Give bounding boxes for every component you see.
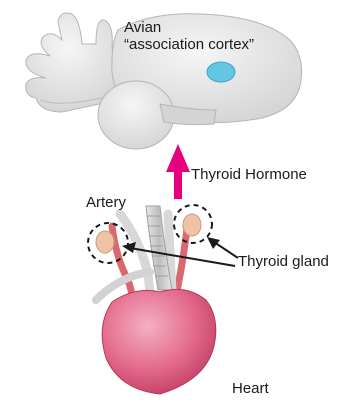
hormone-arrow bbox=[166, 144, 190, 199]
left-thyroid-gland bbox=[96, 231, 114, 253]
brain-label: Avian “association cortex” bbox=[124, 19, 254, 53]
heart-label: Heart bbox=[232, 380, 269, 397]
artery-label: Artery bbox=[86, 194, 126, 211]
right-thyroid-gland bbox=[183, 214, 201, 236]
association-cortex-spot bbox=[207, 62, 235, 82]
brain-label-line2: “association cortex” bbox=[124, 36, 254, 53]
thyroid-gland-label: Thyroid gland bbox=[238, 253, 329, 270]
brain-label-line1: Avian bbox=[124, 19, 254, 36]
left-vein bbox=[120, 214, 150, 300]
heart bbox=[102, 289, 216, 394]
neck-vessels bbox=[88, 205, 212, 304]
thyroid-hormone-label: Thyroid Hormone bbox=[191, 166, 307, 183]
